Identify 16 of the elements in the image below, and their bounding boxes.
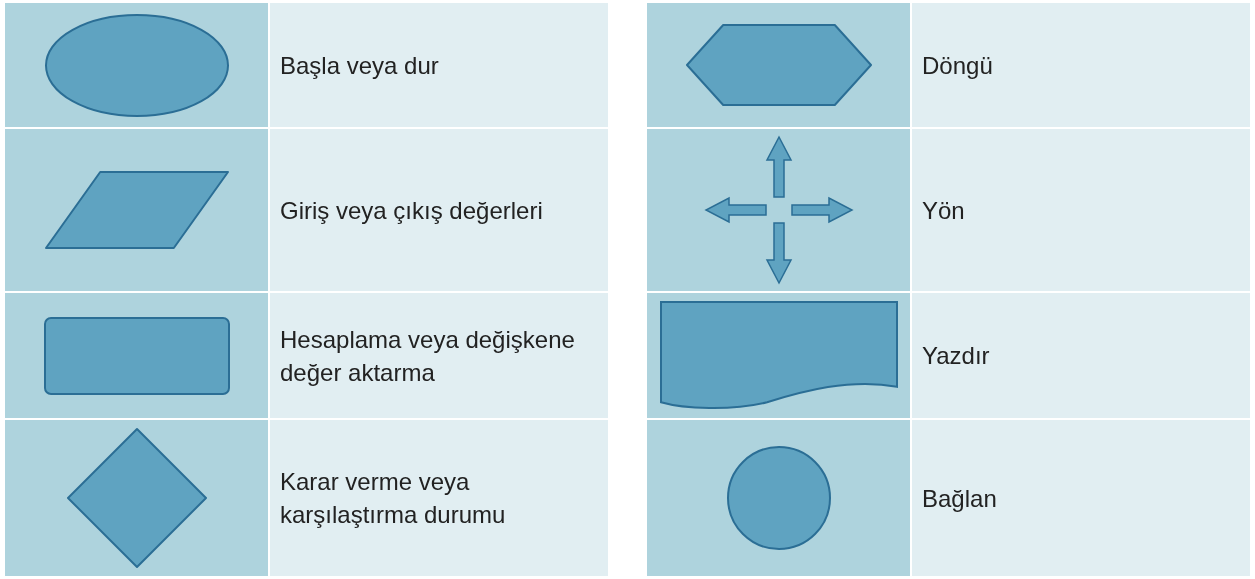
- description-text: Başla veya dur: [280, 50, 439, 81]
- rectangle-shape: [43, 316, 230, 395]
- circle-shape: [726, 446, 831, 550]
- parallelogram-shape: [44, 171, 229, 249]
- direction-arrows-drawing: [704, 136, 853, 284]
- description-text: Giriş veya çıkış değerleri: [280, 195, 543, 226]
- diamond-shape: [66, 428, 207, 568]
- description-text: Yazdır: [922, 341, 990, 371]
- description-text: Karar verme veya karşılaştırma durumu: [280, 467, 507, 530]
- document-shape: [659, 300, 898, 411]
- description-text: Döngü: [922, 50, 993, 81]
- ellipse-shape: [44, 13, 229, 117]
- description-text: Bağlan: [922, 483, 997, 514]
- description-text: Hesaplama veya değişkene değer aktarma: [280, 324, 576, 388]
- description-text: Yön: [922, 195, 965, 226]
- hexagon-shape: [685, 24, 872, 106]
